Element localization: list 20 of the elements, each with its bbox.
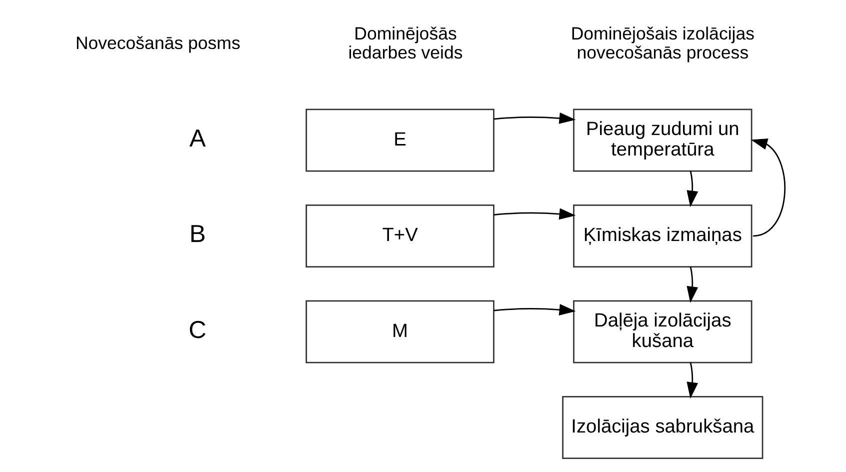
label: C <box>188 316 206 344</box>
node-box: Pieaug zudumi un temperatūra <box>572 108 752 172</box>
node-box: T+V <box>305 204 494 268</box>
arrow <box>686 170 698 208</box>
label: Novecošanās posms <box>74 33 240 54</box>
node-box: Izolācijas sabrukšana <box>562 396 763 459</box>
arrow <box>493 112 576 124</box>
arrow <box>686 362 698 399</box>
label: A <box>188 125 206 152</box>
label: Dominējošās iedarbes veids <box>348 24 462 63</box>
node-box: Ķīmiskas izmaiņas <box>572 204 752 268</box>
node-box: E <box>305 108 494 172</box>
arrow <box>493 304 576 316</box>
label: Dominējošais izolācijas novecošanās process <box>570 24 754 63</box>
node-box: Daļēja izolācijas kušana <box>572 300 752 364</box>
node-box: M <box>305 300 494 364</box>
arrow <box>493 208 576 220</box>
label: B <box>188 221 206 248</box>
arrow <box>750 138 786 237</box>
arrow <box>686 266 698 303</box>
